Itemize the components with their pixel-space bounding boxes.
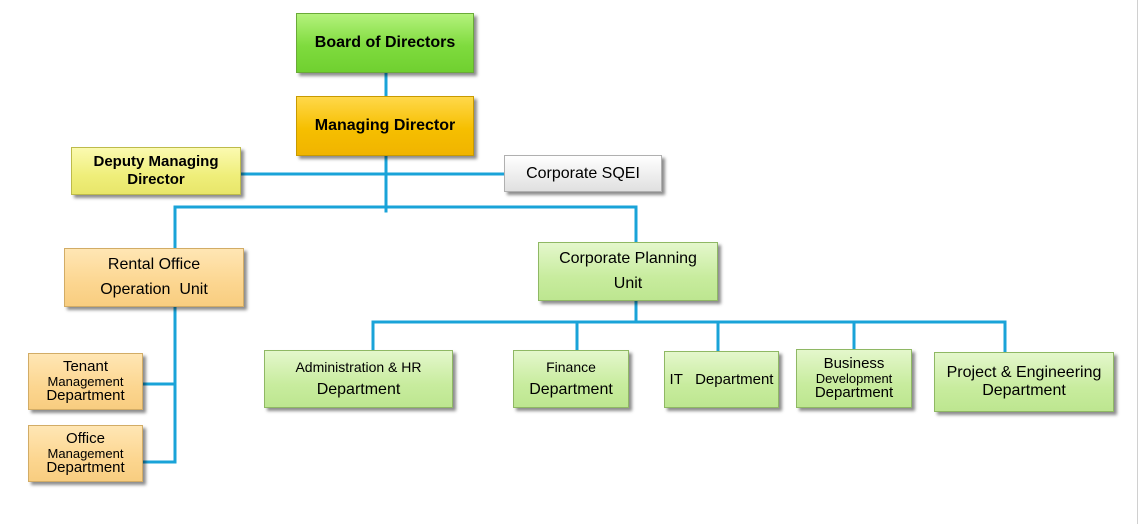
project-label-line-1: Project & Engineering [946, 363, 1102, 381]
admin-label-line-2: Department [316, 380, 401, 398]
managing-director-label: Managing Director [314, 117, 456, 135]
project-engineering-department-box: Project & Engineering Department [934, 352, 1114, 412]
business-label-line-1: Business [823, 354, 885, 372]
rental-label-line-1: Rental Office [107, 255, 201, 273]
it-department-box: IT Department [664, 351, 779, 408]
tenant-label-line-3: Department [46, 387, 125, 405]
deputy-label-line-1: Deputy Managing [93, 153, 219, 170]
sqei-label: Corporate SQEI [526, 164, 640, 182]
office-management-department-box: Office Management Department [28, 425, 143, 482]
deputy-managing-director-box: Deputy Managing Director [71, 147, 241, 195]
corporate-sqei-box: Corporate SQEI [504, 155, 662, 192]
tenant-label-line-2: Management [47, 373, 124, 389]
it-label: IT Department [669, 370, 774, 388]
admin-label-line-1: Administration & HR [295, 359, 422, 376]
tenant-management-department-box: Tenant Management Department [28, 353, 143, 410]
finance-department-box: Finance Department [513, 350, 629, 408]
planning-label-line-1: Corporate Planning [559, 249, 697, 267]
finance-label-line-2: Department [529, 380, 613, 398]
board-of-directors-box: Board of Directors [296, 13, 474, 73]
project-label-line-2: Department [982, 382, 1066, 399]
planning-label-line-2: Unit [613, 274, 643, 292]
corporate-planning-unit-box: Corporate Planning Unit [538, 242, 718, 301]
business-label-line-3: Department [814, 384, 894, 402]
rental-label-line-2: Operation Unit [100, 280, 208, 298]
office-label-line-1: Office [66, 429, 105, 447]
business-label-line-2: Development [815, 370, 893, 386]
office-label-line-3: Department [46, 459, 125, 477]
tenant-label-line-1: Tenant [62, 357, 109, 375]
rental-office-operation-unit-box: Rental Office Operation Unit [64, 248, 244, 307]
board-label: Board of Directors [314, 34, 456, 52]
office-label-line-2: Management [47, 445, 124, 461]
business-development-department-box: Business Development Department [796, 349, 912, 408]
managing-director-box: Managing Director [296, 96, 474, 156]
administration-hr-department-box: Administration & HR Department [264, 350, 453, 408]
deputy-label-line-2: Director [127, 171, 185, 188]
right-edge-border [1137, 0, 1140, 524]
finance-label-line-1: Finance [546, 359, 596, 376]
